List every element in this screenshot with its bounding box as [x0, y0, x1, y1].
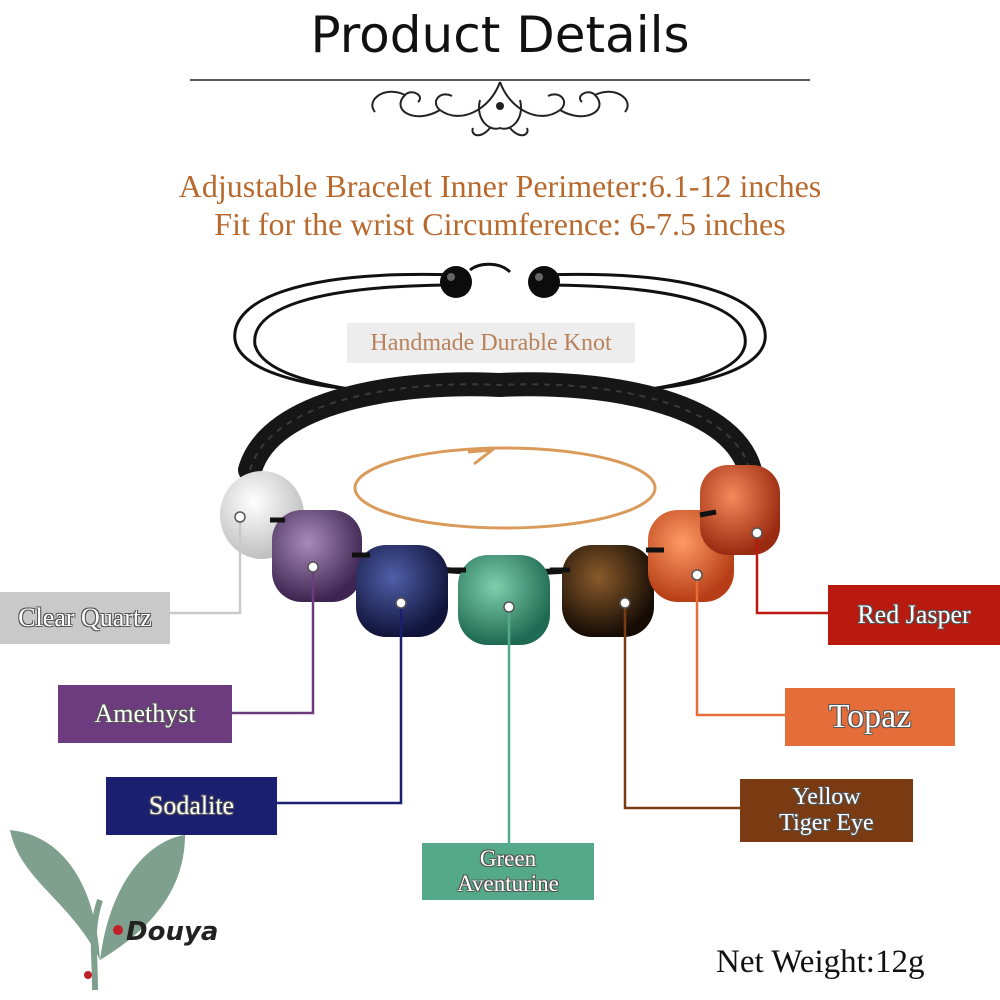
knot-label: Handmade Durable Knot [347, 323, 635, 363]
net-weight-text: Net Weight:12g [716, 944, 925, 980]
ornament-divider [190, 79, 810, 137]
page-title: Product Details [310, 6, 690, 64]
label-topaz: Topaz [785, 688, 955, 746]
label-green-aventurine: Green Aventurine [422, 843, 594, 900]
label-sodalite: Sodalite [106, 777, 277, 835]
end-bead-left [440, 266, 472, 298]
inner-perimeter-text: Adjustable Bracelet Inner Perimeter:6.1-… [178, 168, 822, 204]
label-amethyst: Amethyst [58, 685, 232, 743]
wrist-circumference-text: Fit for the wrist Circumference: 6-7.5 i… [214, 206, 786, 242]
stone-sodalite [356, 545, 448, 637]
stone-amethyst [272, 510, 362, 602]
label-clear-quartz: Clear Quartz [0, 592, 170, 644]
stone-yellow-tiger-eye [562, 545, 654, 637]
stone-green-aventurine [458, 555, 550, 645]
label-yellow-tiger-eye: Yellow Tiger Eye [740, 779, 913, 842]
end-bead-right [528, 266, 560, 298]
stone-red-jasper [700, 465, 780, 555]
brand-leaf-icon [10, 830, 185, 991]
brand-name: Douya [126, 917, 219, 947]
label-red-jasper: Red Jasper [828, 585, 1000, 645]
